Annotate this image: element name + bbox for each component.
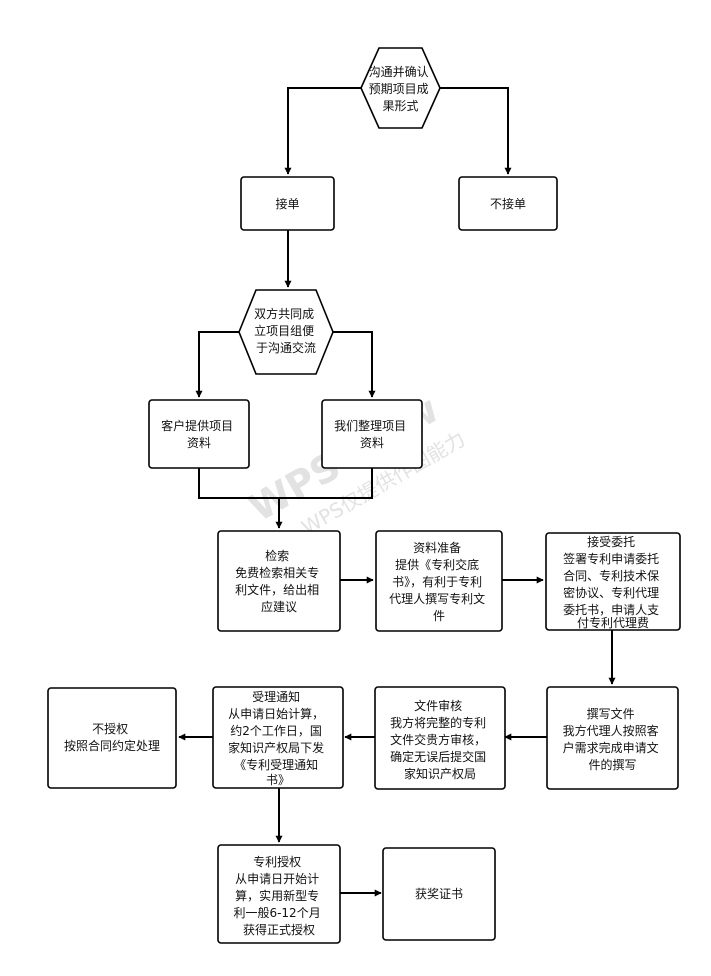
node-notice-label: 受理通知 从申请日始计算， 约2个工作日，国 家知识产权局下发 《专利受理通知 … — [228, 690, 328, 787]
node-accept-label: 接单 — [275, 196, 299, 211]
node-no-grant[interactable]: 不授权 按照合同约定处理 — [47, 687, 177, 789]
edge-team-to-client-materials — [195, 331, 252, 398]
node-grant-label: 专利授权 从申请日开始计 算，实用新型专 利一般6-12个月 获得正式授权 — [233, 854, 324, 937]
node-write[interactable]: 撰写文件 我方代理人按照客 户需求完成申请文 件的撰写 — [546, 686, 679, 790]
edge-materials-merge — [198, 468, 373, 499]
node-team-label: 双方共同成 立项目组便 于沟通交流 — [254, 306, 318, 355]
edge-confirm-to-reject — [440, 87, 512, 175]
node-prep-label: 资料准备 提供《专利交底 书》，有利于专利 代理人撰写专利文 件 — [389, 541, 489, 623]
node-search-label: 检索 免费检索相关专 利文件，给出相 应建议 — [235, 548, 323, 614]
node-notice[interactable]: 受理通知 从申请日始计算， 约2个工作日，国 家知识产权局下发 《专利受理通知 … — [212, 686, 344, 789]
node-confirm-label: 沟通并确认 预期项目成 果形式 — [369, 65, 433, 113]
node-client-materials[interactable]: 客户提供项目 资料 — [148, 399, 250, 469]
node-certificate[interactable]: 获奖证书 — [382, 847, 496, 941]
node-search[interactable]: 检索 免费检索相关专 利文件，给出相 应建议 — [217, 530, 341, 632]
node-certificate-label: 获奖证书 — [415, 887, 463, 901]
node-our-materials-label: 我们整理项目 资料 — [334, 418, 410, 450]
node-accept[interactable]: 接单 — [240, 176, 335, 231]
node-entrust[interactable]: 接受委托 签署专利申请委托 合同、专利技术保 密协议、专利代理 委托书，申请人支… — [545, 532, 681, 631]
node-our-materials[interactable]: 我们整理项目 资料 — [321, 399, 423, 469]
node-reject[interactable]: 不接单 — [458, 176, 558, 231]
edges — [178, 87, 616, 897]
node-review[interactable]: 文件审核 我方将完整的专利 文件交贵方审核， 确定无误后提交国 家知识产权局 — [374, 686, 506, 790]
node-review-label: 文件审核 我方将完整的专利 文件交贵方审核， 确定无误后提交国 家知识产权局 — [390, 698, 490, 781]
node-no-grant-label: 不授权 按照合同约定处理 — [64, 721, 160, 753]
node-entrust-label: 接受委托 签署专利申请委托 合同、专利技术保 密协议、专利代理 委托书，申请人支… — [563, 534, 663, 630]
node-confirm[interactable]: 沟通并确认 预期项目成 果形式 — [360, 47, 441, 129]
node-prep[interactable]: 资料准备 提供《专利交底 书》，有利于专利 代理人撰写专利文 件 — [375, 530, 503, 632]
node-reject-label: 不接单 — [490, 196, 526, 211]
node-write-label: 撰写文件 我方代理人按照客 户需求完成申请文 件的撰写 — [563, 706, 663, 772]
node-grant[interactable]: 专利授权 从申请日开始计 算，实用新型专 利一般6-12个月 获得正式授权 — [217, 844, 341, 944]
node-client-materials-label: 客户提供项目 资料 — [161, 418, 237, 450]
edge-confirm-to-accept — [284, 87, 361, 175]
edge-team-to-our-materials — [322, 331, 376, 398]
node-team[interactable]: 双方共同成 立项目组便 于沟通交流 — [238, 289, 334, 375]
